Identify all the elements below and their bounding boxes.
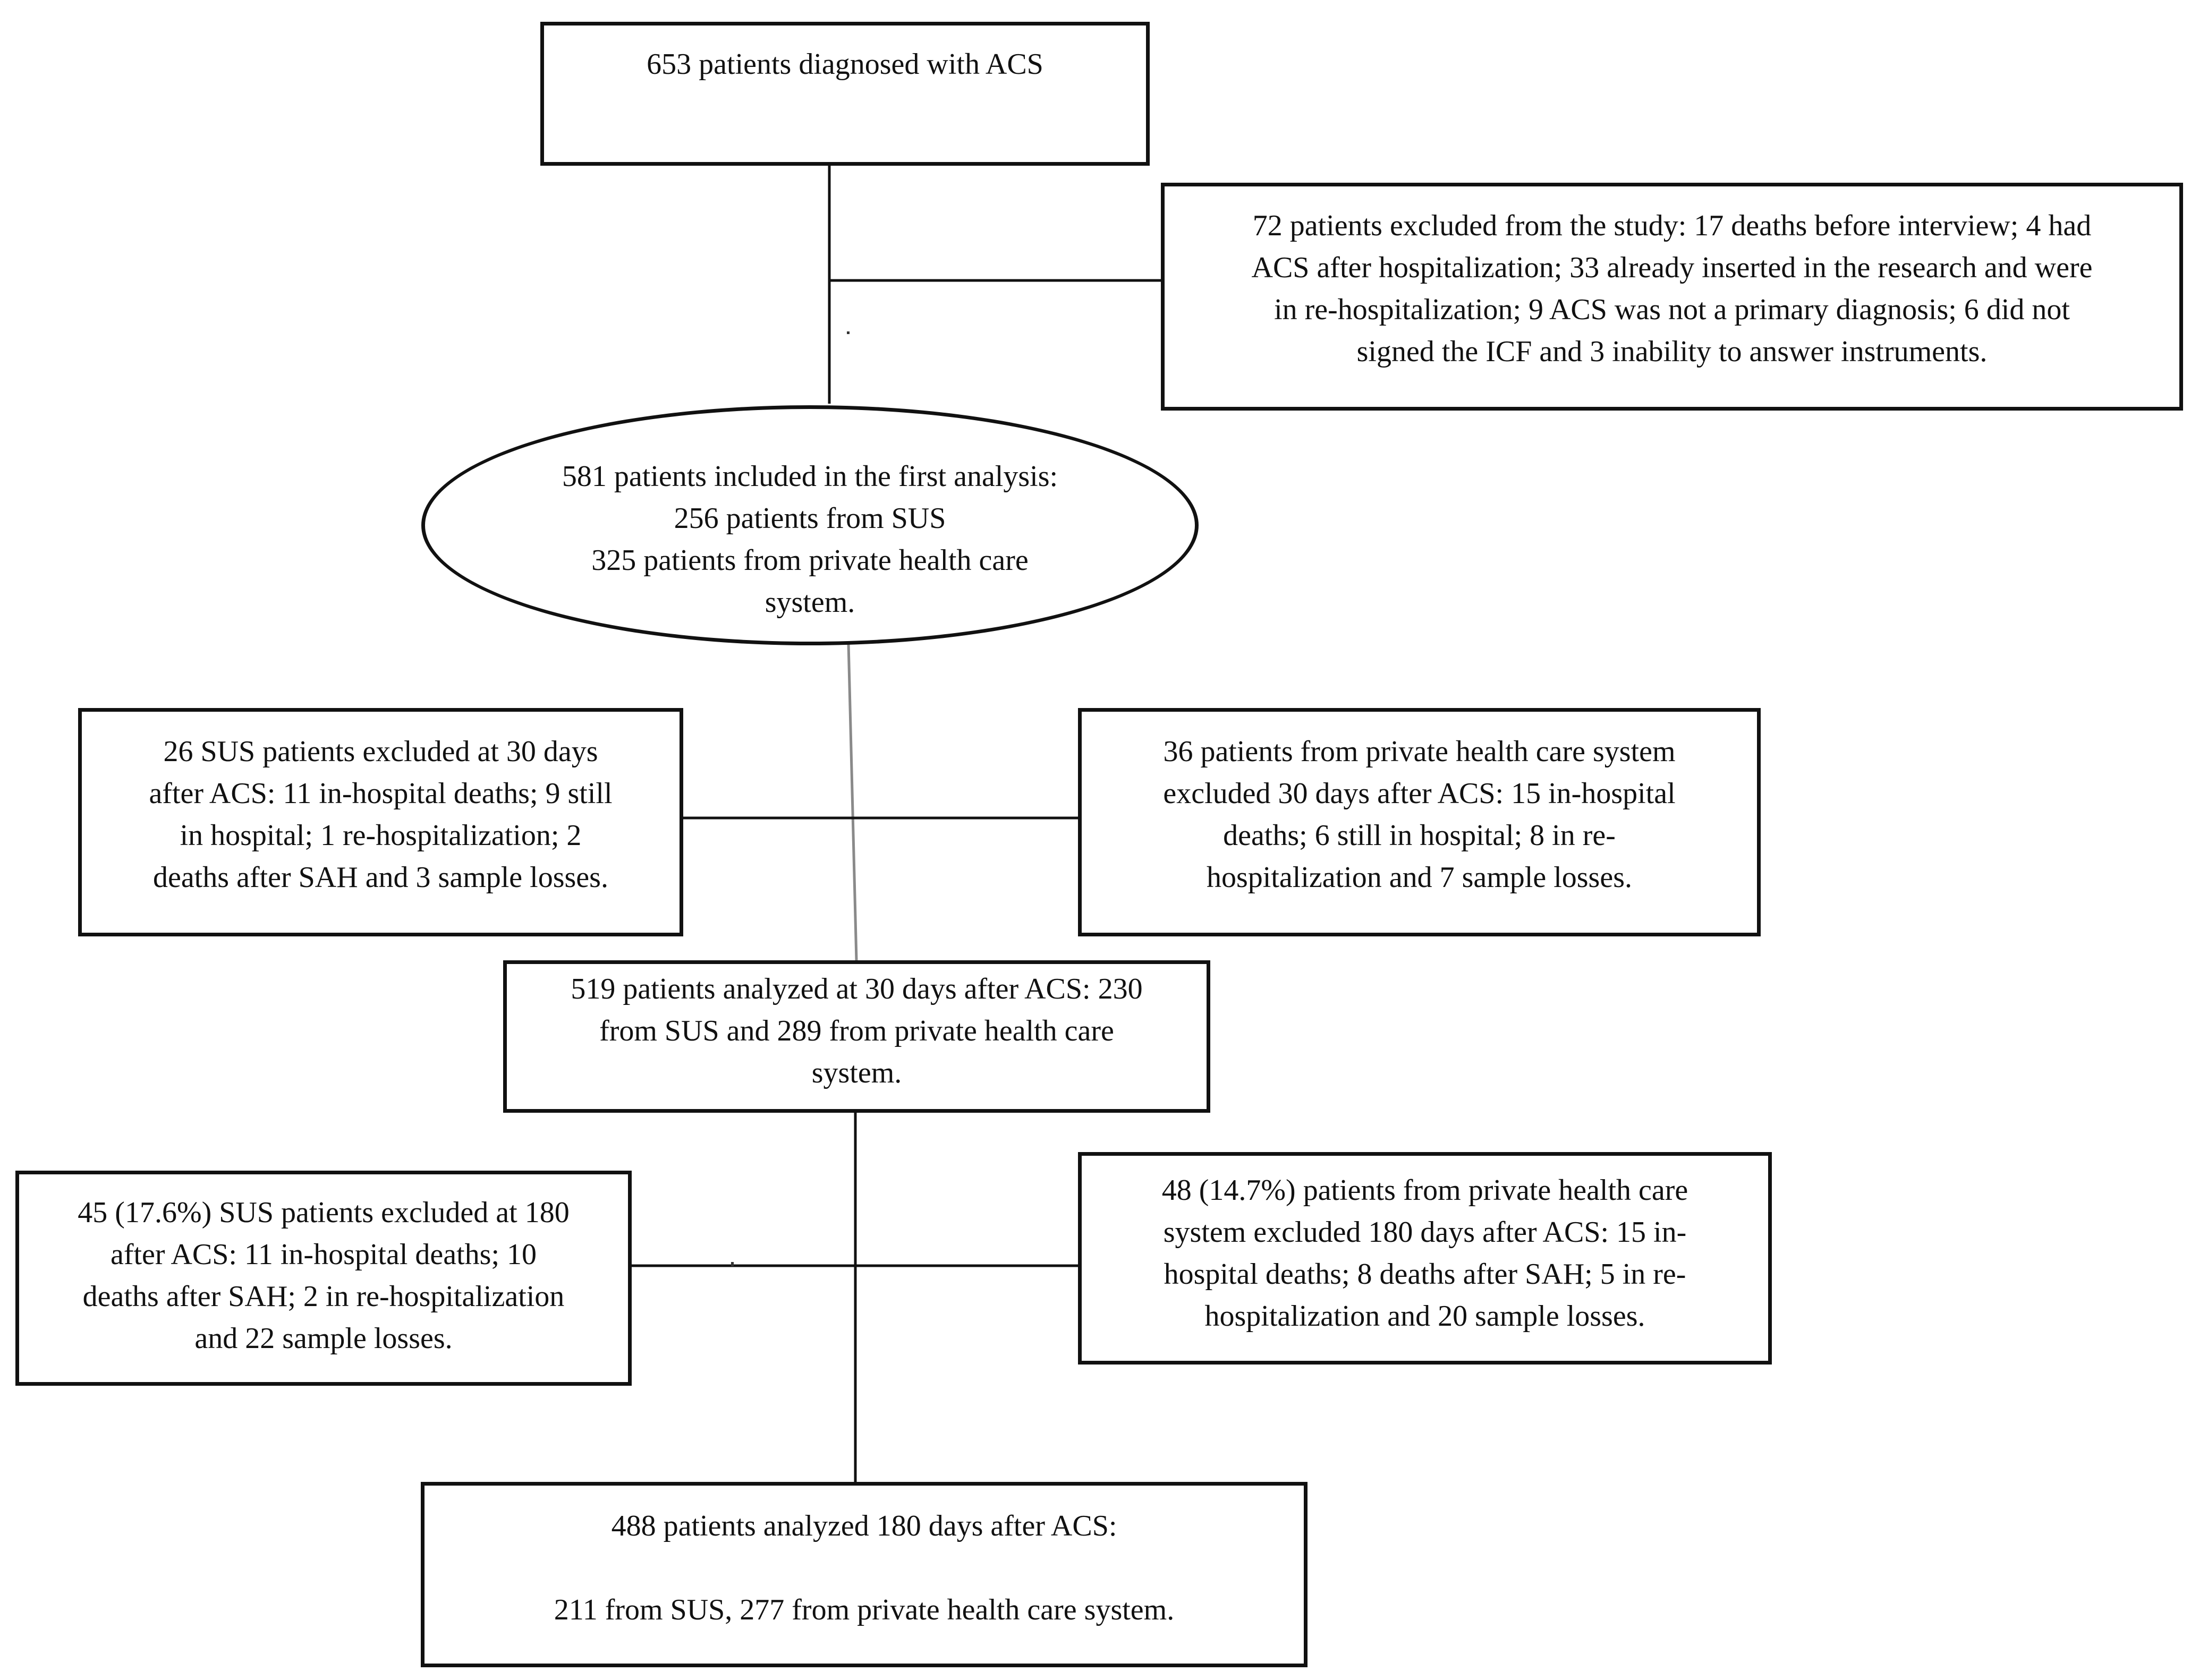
private-180-day-exclusion-line-1: 48 (14.7%) patients from private health … (1161, 1174, 1688, 1207)
initial-exclusion-line-1: 72 patients excluded from the study: 17 … (1252, 209, 2092, 242)
first-analysis-text: 581 patients included in the first analy… (474, 456, 1145, 624)
sus-180-day-exclusion-line-4: and 22 sample losses. (194, 1322, 453, 1355)
private-30-day-exclusion-line-1: 36 patients from private health care sys… (1163, 735, 1676, 768)
analyzed-30-days-line-1: 519 patients analyzed at 30 days after A… (571, 973, 1143, 1005)
analyzed-30-days-box: 519 patients analyzed at 30 days after A… (503, 960, 1210, 1113)
sus-30-day-exclusion-line-4: deaths after SAH and 3 sample losses. (153, 861, 608, 894)
private-30-day-exclusion-line-3: deaths; 6 still in hospital; 8 in re- (1223, 819, 1616, 852)
analyzed-180-days-line-3: 211 from SUS, 277 from private health ca… (554, 1593, 1175, 1626)
private-180-day-exclusion-line-2: system excluded 180 days after ACS: 15 i… (1163, 1216, 1687, 1249)
analyzed-30-days-line-3: system. (811, 1056, 902, 1089)
dash-mark (731, 1262, 734, 1266)
sus-30-day-exclusion-line-2: after ACS: 11 in-hospital deaths; 9 stil… (149, 777, 613, 810)
connector-first-analysis-to-30-days (847, 643, 858, 961)
private-180-day-exclusion-box: 48 (14.7%) patients from private health … (1078, 1152, 1772, 1365)
first-analysis-line-4: system. (765, 586, 855, 619)
initial-exclusion-box: 72 patients excluded from the study: 17 … (1161, 183, 2183, 411)
private-30-day-exclusion-line-4: hospitalization and 7 sample losses. (1207, 861, 1632, 894)
analyzed-180-days-line-1: 488 patients analyzed 180 days after ACS… (611, 1510, 1117, 1542)
initial-exclusion-line-2: ACS after hospitalization; 33 already in… (1251, 251, 2093, 284)
sus-180-day-exclusion-line-1: 45 (17.6%) SUS patients excluded at 180 (78, 1196, 570, 1229)
sus-180-day-exclusion-box: 45 (17.6%) SUS patients excluded at 180 … (15, 1171, 632, 1386)
first-analysis-ellipse (421, 405, 1199, 645)
analyzed-180-days-box: 488 patients analyzed 180 days after ACS… (421, 1482, 1307, 1667)
sus-30-day-exclusion-line-1: 26 SUS patients excluded at 30 days (163, 735, 598, 768)
sus-180-day-exclusion-line-2: after ACS: 11 in-hospital deaths; 10 (110, 1238, 537, 1271)
private-30-day-exclusion-box: 36 patients from private health care sys… (1078, 708, 1761, 936)
analyzed-30-days-line-2: from SUS and 289 from private health car… (599, 1014, 1114, 1047)
first-analysis-line-3: 325 patients from private health care (591, 544, 1029, 577)
sus-180-day-exclusion-line-3: deaths after SAH; 2 in re-hospitalizatio… (82, 1280, 565, 1313)
private-180-day-exclusion-line-3: hospital deaths; 8 deaths after SAH; 5 i… (1164, 1258, 1686, 1291)
first-analysis-line-1: 581 patients included in the first analy… (562, 460, 1058, 493)
private-30-day-exclusion-line-2: excluded 30 days after ACS: 15 in-hospit… (1163, 777, 1676, 810)
start-box: 653 patients diagnosed with ACS (540, 22, 1150, 166)
analyzed-180-days-line-2 (424, 1547, 1304, 1589)
sus-30-day-exclusion-box: 26 SUS patients excluded at 30 days afte… (78, 708, 683, 936)
first-analysis-line-2: 256 patients from SUS (674, 502, 946, 535)
initial-exclusion-line-4: signed the ICF and 3 inability to answer… (1356, 335, 1988, 368)
stray-mark (847, 331, 850, 334)
start-box-line-1: 653 patients diagnosed with ACS (647, 48, 1043, 81)
private-180-day-exclusion-line-4: hospitalization and 20 sample losses. (1204, 1300, 1645, 1333)
initial-exclusion-line-3: in re-hospitalization; 9 ACS was not a p… (1274, 293, 2070, 326)
sus-30-day-exclusion-line-3: in hospital; 1 re-hospitalization; 2 (180, 819, 582, 852)
